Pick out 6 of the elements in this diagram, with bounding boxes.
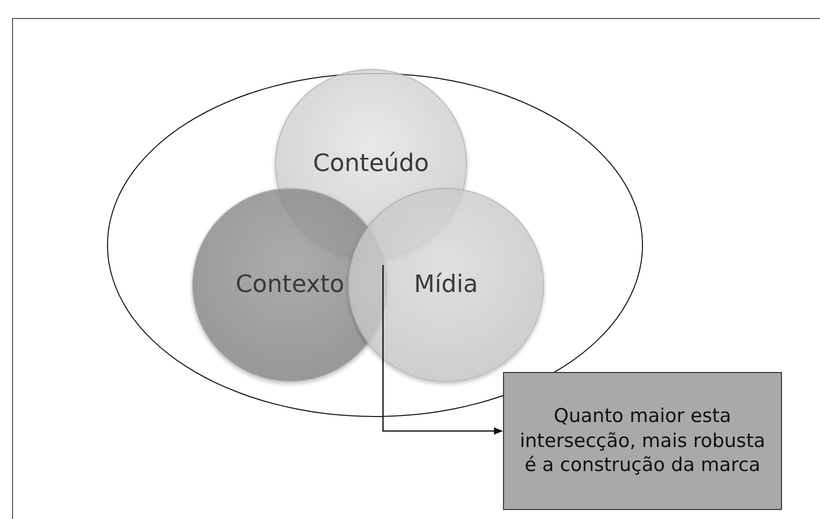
leader-line xyxy=(382,265,503,435)
circle-label: Contexto xyxy=(236,269,344,300)
circle-label: Conteúdo xyxy=(313,148,429,180)
callout-text: Quanto maior esta intersecção, mais robusta é a construção da marca xyxy=(518,404,766,478)
callout-box xyxy=(503,372,782,510)
circle-label: Mídia xyxy=(414,269,478,300)
